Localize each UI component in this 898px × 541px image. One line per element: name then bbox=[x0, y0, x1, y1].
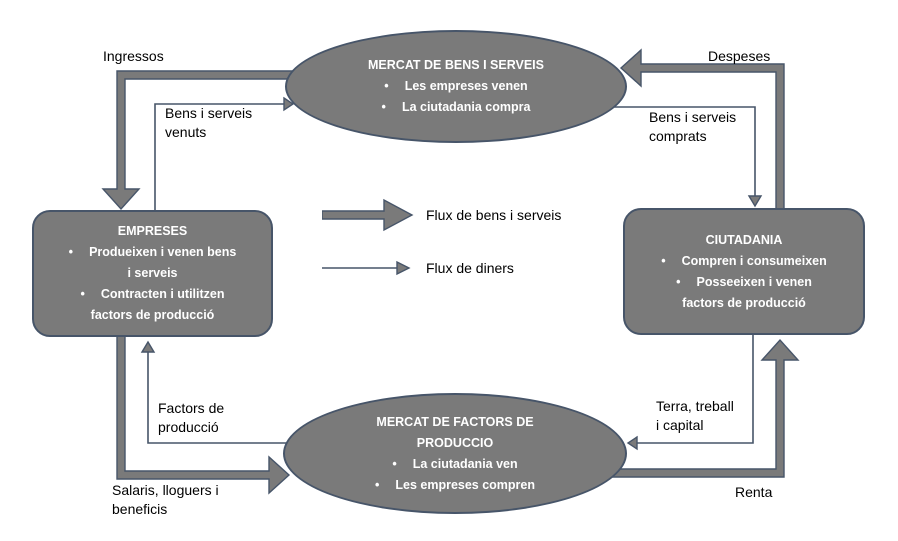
bullet-text: Compren i consumeixen bbox=[681, 253, 827, 268]
node-bullet: • La ciutadania compra bbox=[382, 97, 531, 118]
node-bullet: • Contracten i utilitzen factors de produ… bbox=[80, 284, 224, 326]
thick-flow-arrows bbox=[101, 48, 800, 495]
bullet-icon: • bbox=[676, 274, 681, 289]
flow-label-bens-venuts: Bens i serveis venuts bbox=[165, 105, 253, 140]
renta-arrow bbox=[611, 338, 800, 478]
bullet-icon: • bbox=[661, 253, 666, 268]
node-ciutadania: CIUTADANIA •Compren i consumeixen •Posse… bbox=[623, 208, 865, 335]
legend-money-label: Flux de diners bbox=[426, 260, 514, 276]
node-bullet: • Les empreses compren bbox=[375, 475, 535, 496]
thin-flow-arrowheads bbox=[140, 96, 763, 451]
bullet-icon: • bbox=[384, 79, 389, 93]
factors-produccio-line bbox=[147, 352, 292, 444]
bens-comprats-arrowhead bbox=[747, 195, 763, 208]
legend-goods-label: Flux de bens i serveis bbox=[426, 207, 562, 223]
node-mercat-bens-serveis: MERCAT DE BENS I SERVEIS • Les empreses v… bbox=[285, 30, 627, 143]
bullet-text: La ciutadania compra bbox=[401, 100, 531, 114]
thin-arrow-icon bbox=[322, 260, 411, 276]
bullet-text: Les empreses compren bbox=[395, 477, 536, 492]
bullet-icon: • bbox=[392, 456, 397, 471]
legend-money-flow: Flux de diners bbox=[322, 257, 514, 279]
thin-flow-lines bbox=[147, 103, 756, 444]
flow-label-bens-comprats: Bens i serveis comprats bbox=[649, 109, 737, 144]
factors-produccio-arrowhead bbox=[140, 340, 156, 353]
flow-label-ingressos: Ingressos bbox=[103, 48, 164, 64]
flow-label-renta: Renta bbox=[735, 484, 773, 500]
ingressos-arrow bbox=[101, 70, 311, 211]
node-title: MERCAT DE FACTORS DE PRODUCCIO bbox=[376, 414, 534, 450]
bullet-icon: • bbox=[80, 287, 85, 301]
bullet-icon: • bbox=[381, 100, 386, 114]
thick-arrow-icon bbox=[322, 198, 414, 232]
bullet-text: La ciutadania ven bbox=[412, 456, 518, 471]
flow-label-despeses: Despeses bbox=[708, 48, 771, 64]
terra-treball-line bbox=[637, 333, 754, 444]
despeses-arrow bbox=[619, 48, 785, 213]
flow-label-factors-produccio: Factors de producció bbox=[158, 400, 225, 435]
node-mercat-factors: MERCAT DE FACTORS DE PRODUCCIO • La ciuta… bbox=[283, 393, 627, 514]
node-bullet: • Produeixen i venen bens i serveis bbox=[69, 242, 237, 284]
bullet-text: Posseeixen i venen factors de producció bbox=[682, 274, 812, 310]
node-title: MERCAT DE BENS I SERVEIS bbox=[368, 58, 544, 72]
salaris-arrow bbox=[116, 334, 291, 495]
legend-goods-flow: Flux de bens i serveis bbox=[322, 198, 561, 232]
node-bullet: • Compren i consumeixen bbox=[661, 251, 827, 272]
bens-venuts-line bbox=[154, 103, 284, 214]
flow-label-salaris: Salaris, lloguers i beneficis bbox=[112, 482, 219, 517]
node-bullet: •Posseeixen i venen factors de producció bbox=[676, 272, 812, 314]
node-bullet: • Les empreses venen bbox=[384, 76, 527, 97]
bullet-icon: • bbox=[374, 477, 380, 492]
node-title: CIUTADANIA bbox=[705, 232, 783, 247]
bullet-text: Produeixen i venen bens i serveis bbox=[89, 245, 237, 280]
bens-venuts-arrowhead bbox=[283, 96, 295, 112]
node-bullet: • La ciutadania ven bbox=[392, 454, 517, 475]
bens-comprats-line bbox=[612, 106, 756, 196]
bullet-text: Contracten i utilitzen factors de produc… bbox=[90, 287, 225, 322]
node-empreses: EMPRESES • Produeixen i venen bens i serv… bbox=[32, 210, 273, 337]
bullet-text: Les empreses venen bbox=[404, 79, 528, 93]
bullet-icon: • bbox=[68, 245, 74, 259]
node-title: EMPRESES bbox=[117, 224, 188, 238]
terra-treball-arrowhead bbox=[626, 435, 638, 451]
flow-label-terra-treball: Terra, treball i capital bbox=[656, 398, 734, 433]
